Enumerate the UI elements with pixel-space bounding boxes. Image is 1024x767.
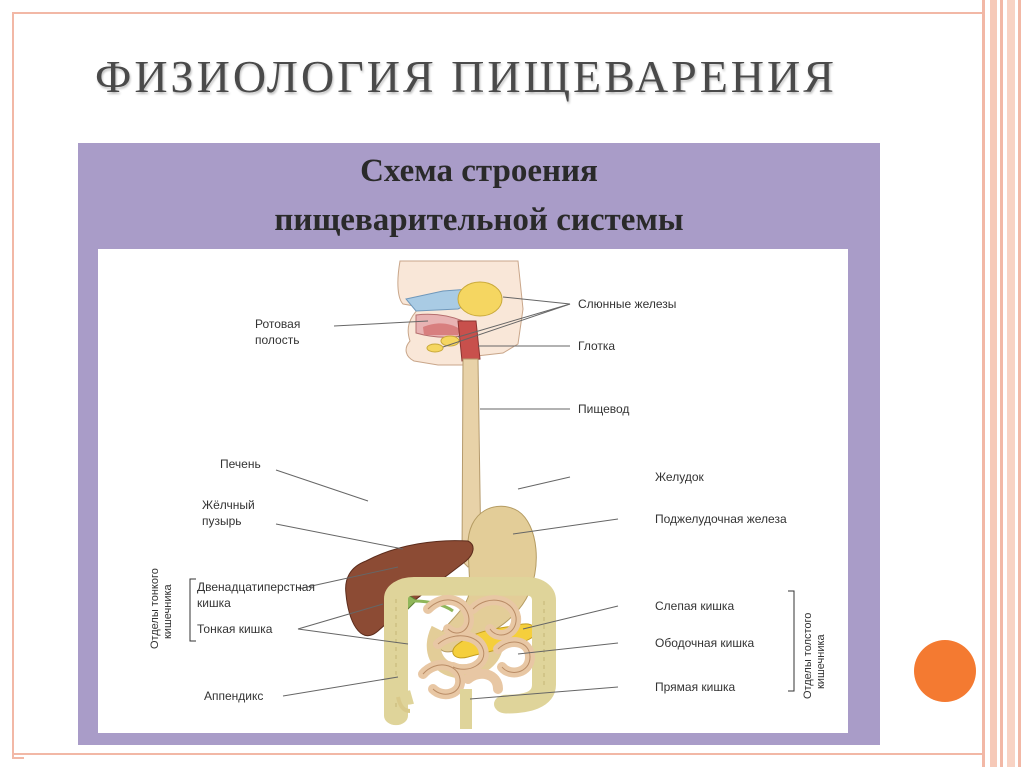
diagram-canvas: Ротовая полость Слюнные железы Глотка Пи… [98,249,848,733]
pharynx [457,320,481,362]
label-pancreas: Поджелудочная железа [655,512,787,526]
slide-title: ФИЗИОЛОГИЯ ПИЩЕВАРЕНИЯ [95,51,837,102]
label-pharynx: Глотка [578,339,615,353]
label-rectum: Прямая кишка [655,680,736,694]
side-label-large-intestine-1: Отделы толстого [802,613,814,699]
label-duodenum-1: Двенадцатиперстная [197,580,315,594]
salivary-gland-sublingual [426,343,444,353]
decor-stripe-4 [1007,0,1015,767]
decor-frame-top [12,12,982,14]
label-gallbladder-2: пузырь [202,514,242,528]
diagram-title: Схема строения пищеварительной системы [78,147,880,245]
side-label-small-intestine-1: Отделы тонкого [149,568,161,649]
appendix [396,696,411,713]
label-oral-cavity-2: полость [255,333,299,347]
side-label-small-intestine-2: кишечника [162,583,174,639]
decor-frame-bottom [12,753,982,755]
label-stomach: Желудок [655,470,704,484]
salivary-gland-parotid [457,281,503,317]
label-esophagus: Пищевод [578,402,629,416]
label-gallbladder-1: Жёлчный [202,498,255,512]
decor-stripe-3 [1000,0,1003,767]
decor-orange-circle [914,640,976,702]
digestive-system-diagram: Ротовая полость Слюнные железы Глотка Пи… [149,260,827,729]
large-intestine-bracket [788,590,795,692]
decor-stripe-2 [990,0,997,767]
label-oral-cavity-1: Ротовая [255,317,300,331]
diagram-panel: Схема строения пищеварительной системы [78,143,880,745]
label-cecum: Слепая кишка [655,599,734,613]
label-duodenum-2: кишка [197,596,231,610]
decor-stripe-1 [982,0,985,767]
label-small-intestine: Тонкая кишка [197,622,273,636]
colon [384,576,556,726]
label-salivary-glands: Слюнные железы [578,297,676,311]
label-liver: Печень [220,457,261,471]
side-label-large-intestine-2: кишечника [815,633,827,689]
tongue [423,323,460,335]
label-appendix: Аппендикс [204,689,263,703]
diagram-title-line1: Схема строения [360,153,598,189]
leader-lines [275,296,619,700]
side-label-small-intestine: Отделы тонкого кишечника [149,568,174,649]
decor-stripe-5 [1018,0,1021,767]
side-label-large-intestine: Отделы толстого кишечника [802,613,827,699]
label-colon: Ободочная кишка [655,636,755,650]
small-intestine-outline [422,599,531,695]
diagram-title-line2: пищеварительной системы [274,202,684,238]
small-intestine-bracket [189,578,196,642]
decor-frame-left [12,12,24,759]
